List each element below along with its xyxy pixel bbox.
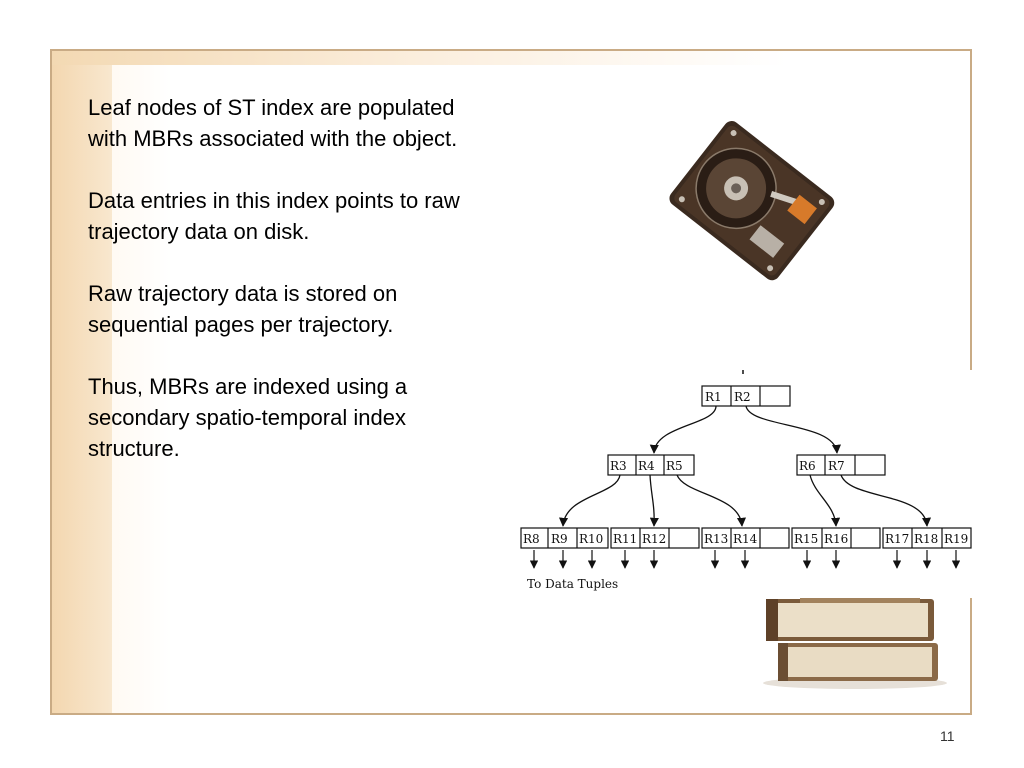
entry-r15: R15 bbox=[794, 532, 818, 546]
entry-r8: R8 bbox=[523, 532, 540, 546]
entry-r1: R1 bbox=[705, 390, 722, 404]
entry-r5: R5 bbox=[666, 459, 683, 473]
leaf-node-2: R11 R12 bbox=[610, 527, 700, 549]
entry-r10: R10 bbox=[579, 532, 603, 546]
paragraph-secondary-index: Thus, MBRs are indexed using a secondary… bbox=[88, 374, 408, 461]
root-node: R1 R2 bbox=[701, 385, 791, 407]
data-tuple-pointers bbox=[529, 550, 961, 569]
entry-r17: R17 bbox=[885, 532, 909, 546]
leaf-node-3: R13 R14 bbox=[701, 527, 790, 549]
internal-node-left: R3 R4 R5 bbox=[607, 454, 695, 476]
internal-node-right: R6 R7 bbox=[796, 454, 886, 476]
entry-r3: R3 bbox=[610, 459, 627, 473]
paragraph-leaf-nodes: Leaf nodes of ST index are populated wit… bbox=[88, 95, 458, 151]
leaf-node-1: R8 R9 R10 bbox=[520, 527, 609, 549]
leaf-node-5: R17 R18 R19 bbox=[882, 527, 972, 549]
entry-r9: R9 bbox=[551, 532, 568, 546]
index-tree-diagram: R1 R2 R3 R4 R5 R6 R7 R8 R9 R10 R11 R12 bbox=[505, 370, 975, 598]
leaf-node-4: R15 R16 bbox=[791, 527, 881, 549]
hard-disk-icon bbox=[669, 121, 835, 281]
entry-r19: R19 bbox=[944, 532, 968, 546]
entry-r13: R13 bbox=[704, 532, 728, 546]
top-band bbox=[52, 51, 970, 65]
entry-r2: R2 bbox=[734, 390, 751, 404]
entry-r7: R7 bbox=[828, 459, 845, 473]
entry-r11: R11 bbox=[613, 532, 637, 546]
books-icon bbox=[763, 593, 947, 689]
page-number: 11 bbox=[940, 728, 955, 744]
entry-r16: R16 bbox=[824, 532, 848, 546]
slide-body-text: Leaf nodes of ST index are populated wit… bbox=[88, 92, 488, 495]
paragraph-data-entries: Data entries in this index points to raw… bbox=[88, 188, 460, 244]
entry-r14: R14 bbox=[733, 532, 758, 546]
paragraph-raw-trajectory: Raw trajectory data is stored on sequent… bbox=[88, 281, 398, 337]
entry-r6: R6 bbox=[799, 459, 816, 473]
to-data-tuples-label: To Data Tuples bbox=[527, 577, 618, 591]
entry-r18: R18 bbox=[914, 532, 938, 546]
entry-r4: R4 bbox=[638, 459, 655, 473]
entry-r12: R12 bbox=[642, 532, 666, 546]
